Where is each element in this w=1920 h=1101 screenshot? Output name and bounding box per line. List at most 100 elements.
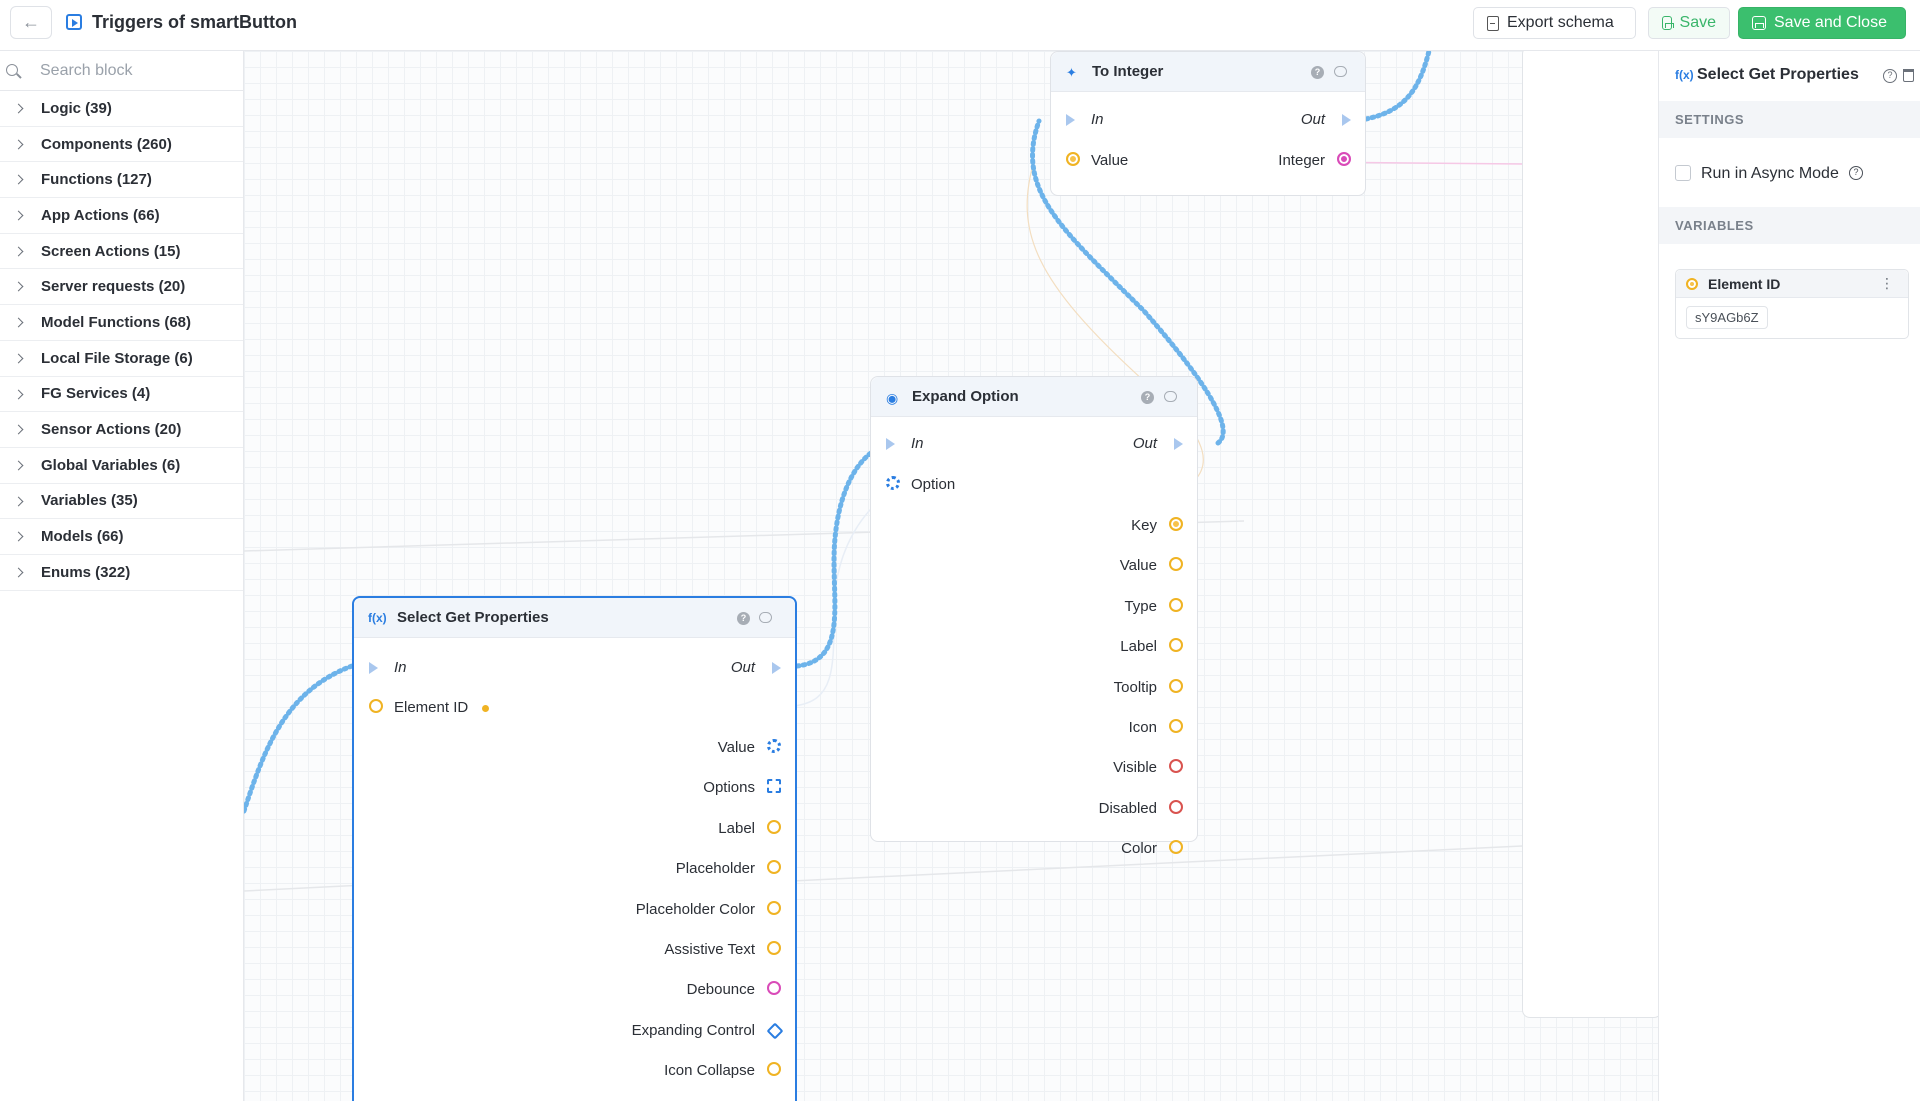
help-icon[interactable]: ? — [1311, 66, 1324, 79]
help-icon[interactable]: ? — [1849, 166, 1863, 180]
output-label: Expanding Control — [631, 1021, 755, 1039]
output-row: Expanding Control — [354, 1019, 795, 1043]
output-pin[interactable] — [767, 981, 781, 996]
output-pin[interactable] — [767, 900, 781, 915]
category-label: Variables (35) — [41, 492, 138, 510]
async-mode-checkbox[interactable] — [1675, 165, 1691, 181]
category-label: Components (260) — [41, 135, 172, 153]
node-title: To Integer — [1092, 63, 1164, 80]
comment-icon[interactable] — [759, 612, 772, 623]
output-pin[interactable] — [767, 819, 781, 834]
top-bar: ← Triggers of smartButton Export schema … — [0, 0, 1920, 51]
save-button[interactable]: Save — [1648, 7, 1730, 39]
category-item[interactable]: Logic (39) — [0, 91, 243, 127]
exec-in-pin[interactable] — [369, 662, 378, 674]
exec-out-pin[interactable] — [1174, 438, 1183, 450]
category-item[interactable]: Enums (322) — [0, 555, 243, 591]
value-input-pin[interactable] — [1066, 152, 1080, 166]
output-pin[interactable] — [767, 1062, 781, 1077]
back-button[interactable]: ← — [10, 6, 52, 39]
category-item[interactable]: Models (66) — [0, 519, 243, 555]
category-item[interactable]: Components (260) — [0, 127, 243, 163]
output-pin[interactable] — [1169, 840, 1183, 855]
output-row: Value — [871, 554, 1197, 578]
category-item[interactable]: Variables (35) — [0, 484, 243, 520]
comment-icon[interactable] — [1164, 391, 1177, 402]
output-pin[interactable] — [767, 941, 781, 955]
output-pin[interactable] — [1169, 517, 1183, 531]
help-icon[interactable]: ? — [1141, 391, 1154, 404]
wire-expand-to-integer — [1030, 118, 1226, 446]
exec-out-pin[interactable] — [772, 662, 781, 674]
output-row: Type — [871, 595, 1197, 619]
node-header[interactable]: f(x) Select Get Properties ? — [354, 598, 795, 638]
output-label: Integer — [1278, 152, 1325, 169]
exec-out-pin[interactable] — [1342, 114, 1351, 126]
output-row: Placeholder Color — [354, 898, 795, 922]
variable-value[interactable]: sY9AGb6Z — [1686, 306, 1768, 329]
category-item[interactable]: Sensor Actions (20) — [0, 412, 243, 448]
search-input[interactable] — [40, 59, 236, 83]
output-label: Placeholder Color — [635, 900, 755, 918]
integer-output-pin[interactable] — [1337, 152, 1351, 166]
chevron-right-icon — [13, 460, 24, 471]
node-header[interactable]: ✦ To Integer ? — [1051, 52, 1365, 92]
category-item[interactable]: Model Functions (68) — [0, 305, 243, 341]
sparkle-icon: ✦ — [1066, 65, 1077, 80]
category-item[interactable]: Functions (127) — [0, 162, 243, 199]
arrow-left-icon: ← — [22, 12, 40, 32]
output-pin[interactable] — [767, 739, 781, 753]
output-pin[interactable] — [766, 1022, 784, 1040]
node-canvas[interactable]: ✦ To Integer ? In Out Value Integer ◉ Ex… — [244, 51, 1658, 1101]
output-pin[interactable] — [1169, 597, 1183, 612]
output-row: Assistive Text — [354, 938, 795, 962]
category-item[interactable]: FG Services (4) — [0, 377, 243, 413]
output-pin[interactable] — [767, 779, 781, 794]
properties-panel: f(x) Select Get Properties ? SETTINGS Ru… — [1658, 51, 1920, 1101]
exec-in-label: In — [394, 659, 407, 676]
help-icon[interactable]: ? — [1883, 69, 1897, 83]
function-icon: f(x) — [1675, 68, 1694, 82]
variable-name: Element ID — [1708, 276, 1781, 292]
output-label: Value — [717, 739, 755, 756]
output-label: Label — [1120, 638, 1157, 656]
help-icon[interactable]: ? — [737, 612, 750, 625]
panel-header: f(x) Select Get Properties ? — [1659, 51, 1920, 101]
chevron-right-icon — [13, 353, 24, 364]
comment-icon[interactable] — [1334, 66, 1347, 77]
output-pin[interactable] — [1169, 638, 1183, 653]
category-item[interactable]: Screen Actions (15) — [0, 234, 243, 270]
panel-title: Select Get Properties — [1697, 66, 1859, 83]
category-label: App Actions (66) — [41, 206, 160, 224]
output-row: Tooltip — [871, 676, 1197, 700]
output-label: Icon Collapse — [664, 1062, 755, 1080]
exec-in-pin[interactable] — [886, 438, 895, 450]
output-label: Debounce — [686, 981, 755, 999]
output-pin[interactable] — [1169, 759, 1183, 774]
option-input-pin[interactable] — [886, 476, 900, 490]
input-label: Element ID — [394, 699, 469, 716]
output-pin[interactable] — [1169, 799, 1183, 814]
output-pin[interactable] — [1169, 678, 1183, 693]
node-header[interactable]: ◉ Expand Option ? — [871, 377, 1197, 417]
category-label: Logic (39) — [41, 99, 112, 117]
exec-out-label: Out — [1132, 435, 1157, 452]
exec-row: In Out — [1051, 108, 1365, 132]
element-id-input-pin[interactable] — [369, 699, 383, 713]
category-item[interactable]: Local File Storage (6) — [0, 341, 243, 377]
output-pin[interactable] — [1169, 719, 1183, 733]
output-pin[interactable] — [1169, 557, 1183, 572]
save-and-close-button[interactable]: Save and Close — [1738, 7, 1906, 39]
variable-bound-indicator — [482, 705, 489, 712]
output-pin[interactable] — [767, 860, 781, 875]
kebab-menu-icon[interactable]: ⋮ — [1880, 275, 1894, 291]
select-get-properties-node[interactable]: f(x) Select Get Properties ? In Out Elem… — [352, 596, 797, 1101]
export-schema-button[interactable]: Export schema — [1473, 7, 1636, 39]
category-item[interactable]: App Actions (66) — [0, 198, 243, 234]
to-integer-node[interactable]: ✦ To Integer ? In Out Value Integer — [1050, 51, 1366, 196]
exec-in-pin[interactable] — [1066, 114, 1075, 126]
category-item[interactable]: Global Variables (6) — [0, 448, 243, 484]
trash-icon[interactable] — [1903, 69, 1914, 82]
category-item[interactable]: Server requests (20) — [0, 269, 243, 306]
